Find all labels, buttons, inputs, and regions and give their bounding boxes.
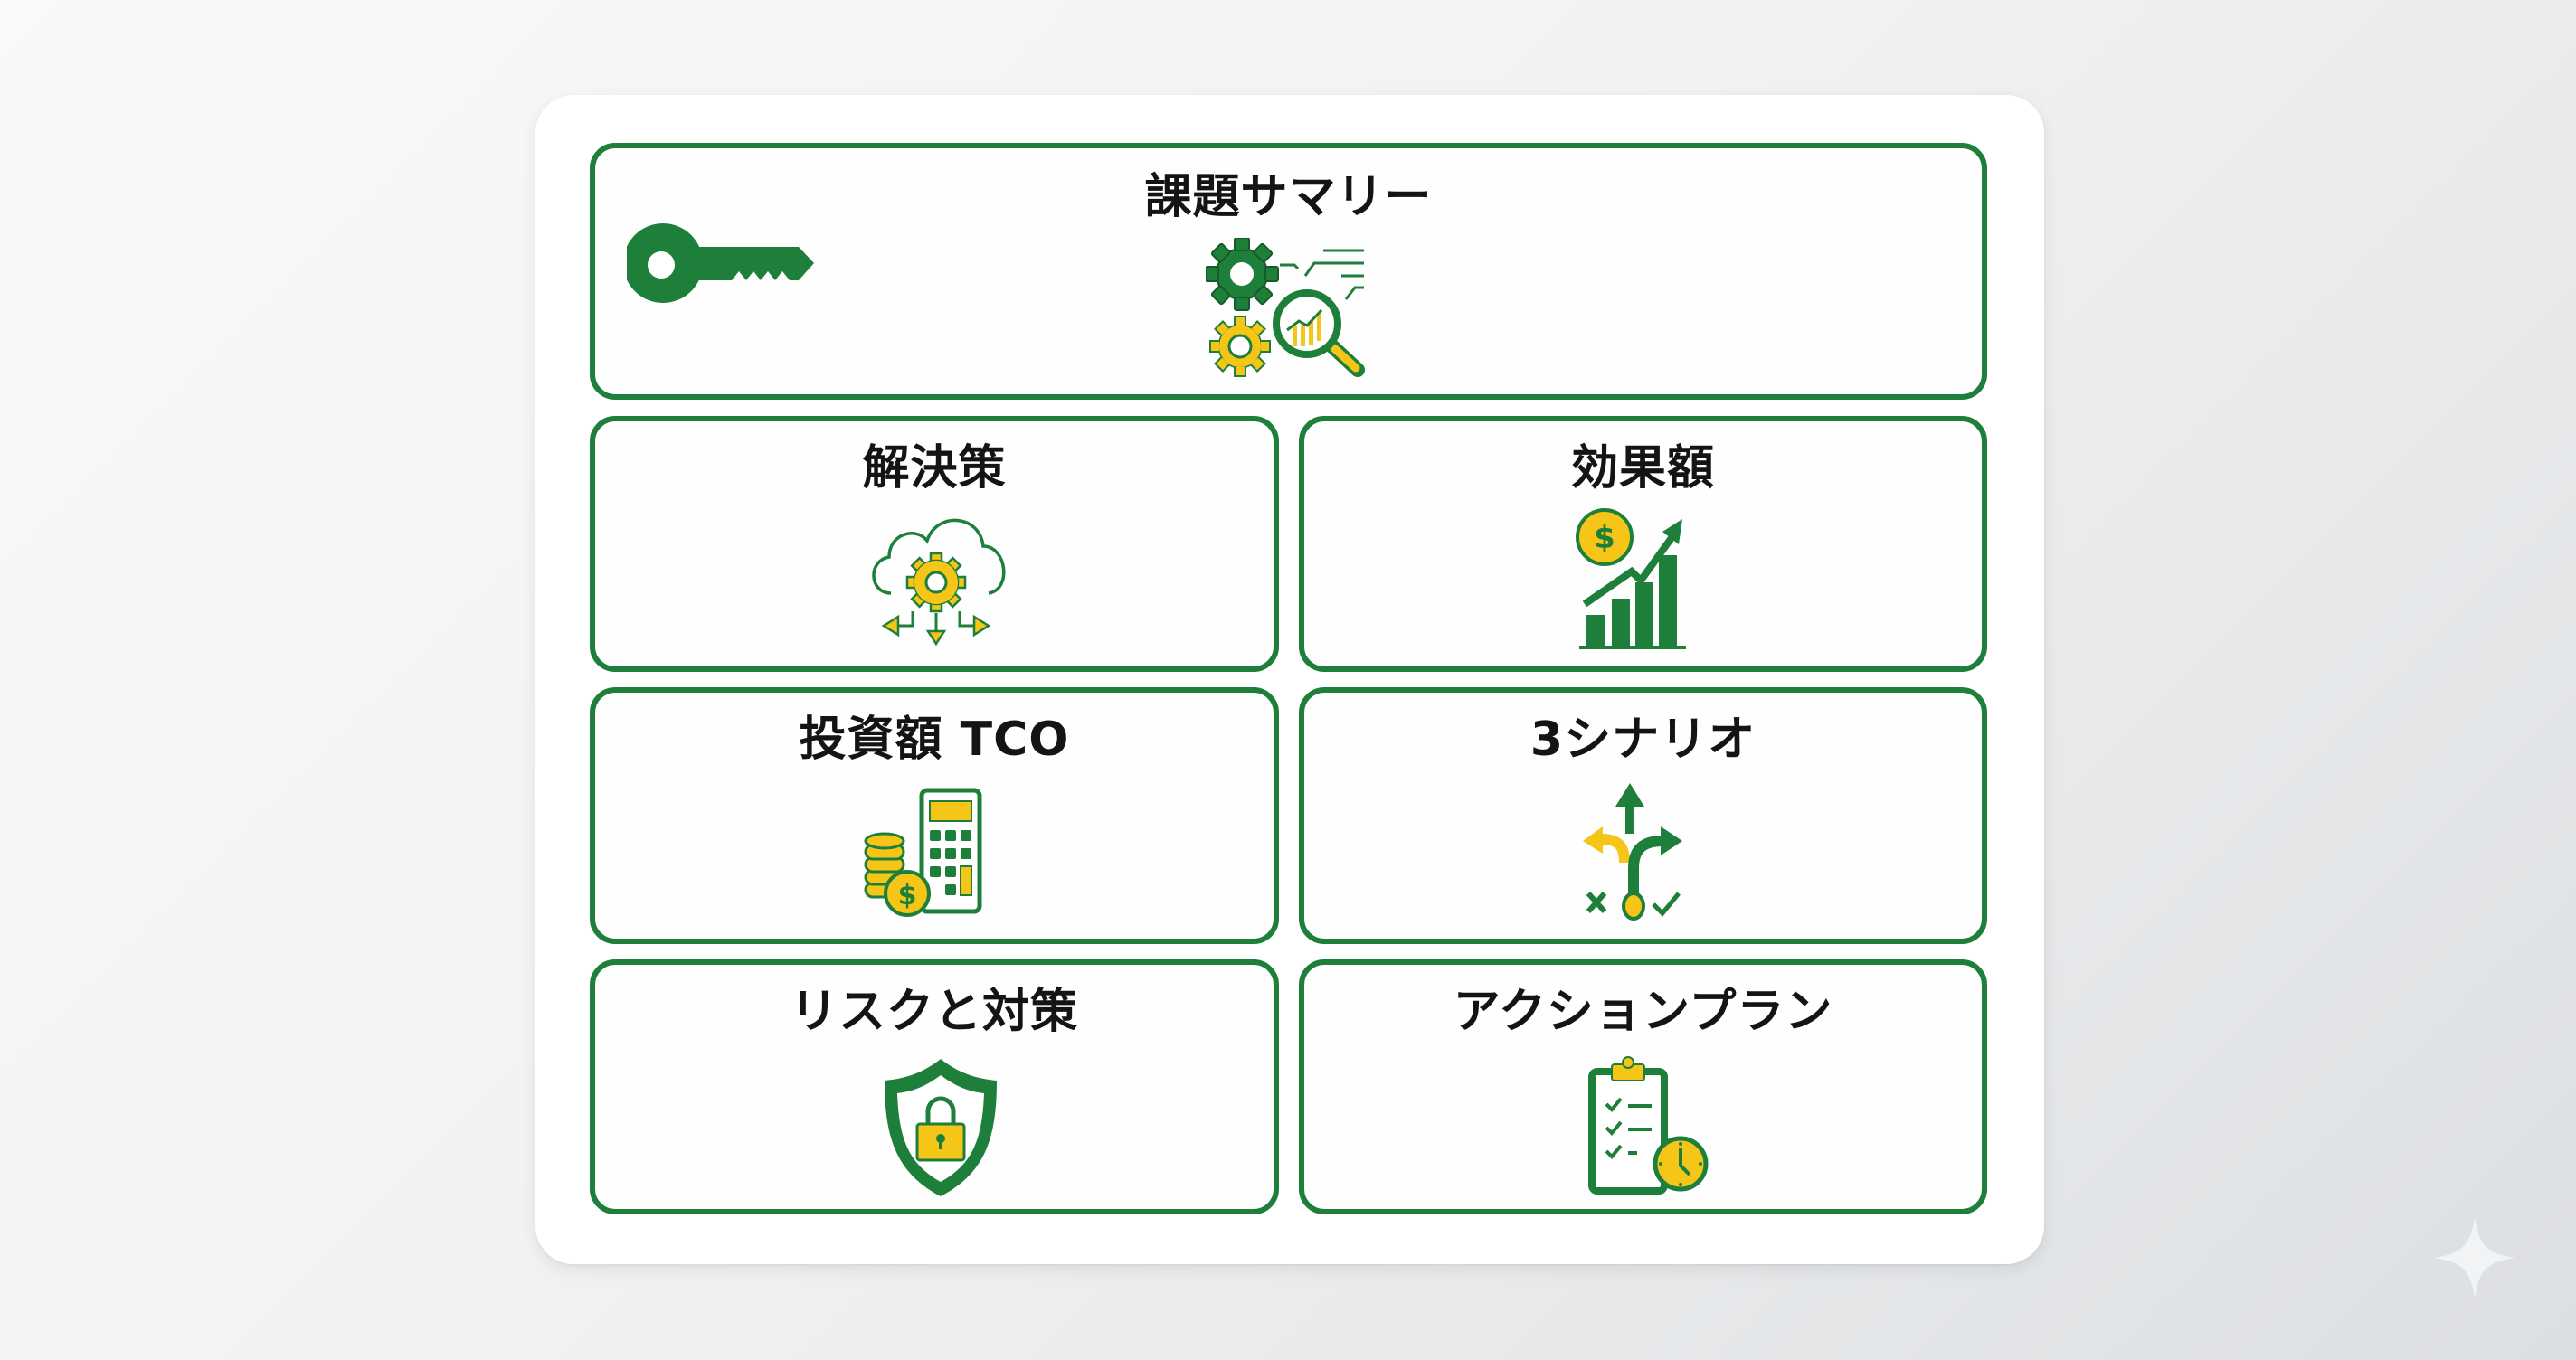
- tile-title: 3シナリオ: [1530, 713, 1757, 767]
- coins-calculator-icon: $: [864, 788, 982, 917]
- tile-investment-tco: 投資額 TCO $: [590, 687, 1279, 944]
- cloud-gear-distribution-icon: [872, 518, 1006, 647]
- tile-title: リスクと対策: [790, 985, 1078, 1039]
- tile-risks-countermeasures: リスクと対策: [590, 959, 1279, 1214]
- tile-benefit: 効果額 $: [1299, 416, 1987, 672]
- dollar-growth-chart-icon: $: [1576, 508, 1686, 649]
- tile-solution: 解決策: [590, 416, 1279, 672]
- overview-card: 課題サマリー: [535, 95, 2044, 1264]
- svg-text:$: $: [898, 880, 917, 911]
- tile-title: 投資額 TCO: [799, 713, 1070, 767]
- branching-arrows-icon: [1583, 783, 1682, 921]
- sparkle-icon: [2433, 1216, 2516, 1299]
- clipboard-checklist-clock-icon: [1588, 1056, 1709, 1195]
- svg-text:$: $: [1594, 520, 1615, 556]
- tile-action-plan: アクションプラン: [1299, 959, 1987, 1214]
- summary-box: 課題サマリー: [590, 143, 1987, 400]
- tile-title: 解決策: [862, 441, 1007, 496]
- tile-title: アクションプラン: [1453, 985, 1833, 1039]
- gears-magnifier-chart-icon: [1206, 238, 1365, 377]
- summary-title: 課題サマリー: [1144, 170, 1433, 224]
- shield-lock-icon: [885, 1059, 997, 1196]
- tile-title: 効果額: [1570, 441, 1715, 496]
- tile-three-scenarios: 3シナリオ: [1299, 687, 1987, 944]
- key-icon: [627, 223, 814, 303]
